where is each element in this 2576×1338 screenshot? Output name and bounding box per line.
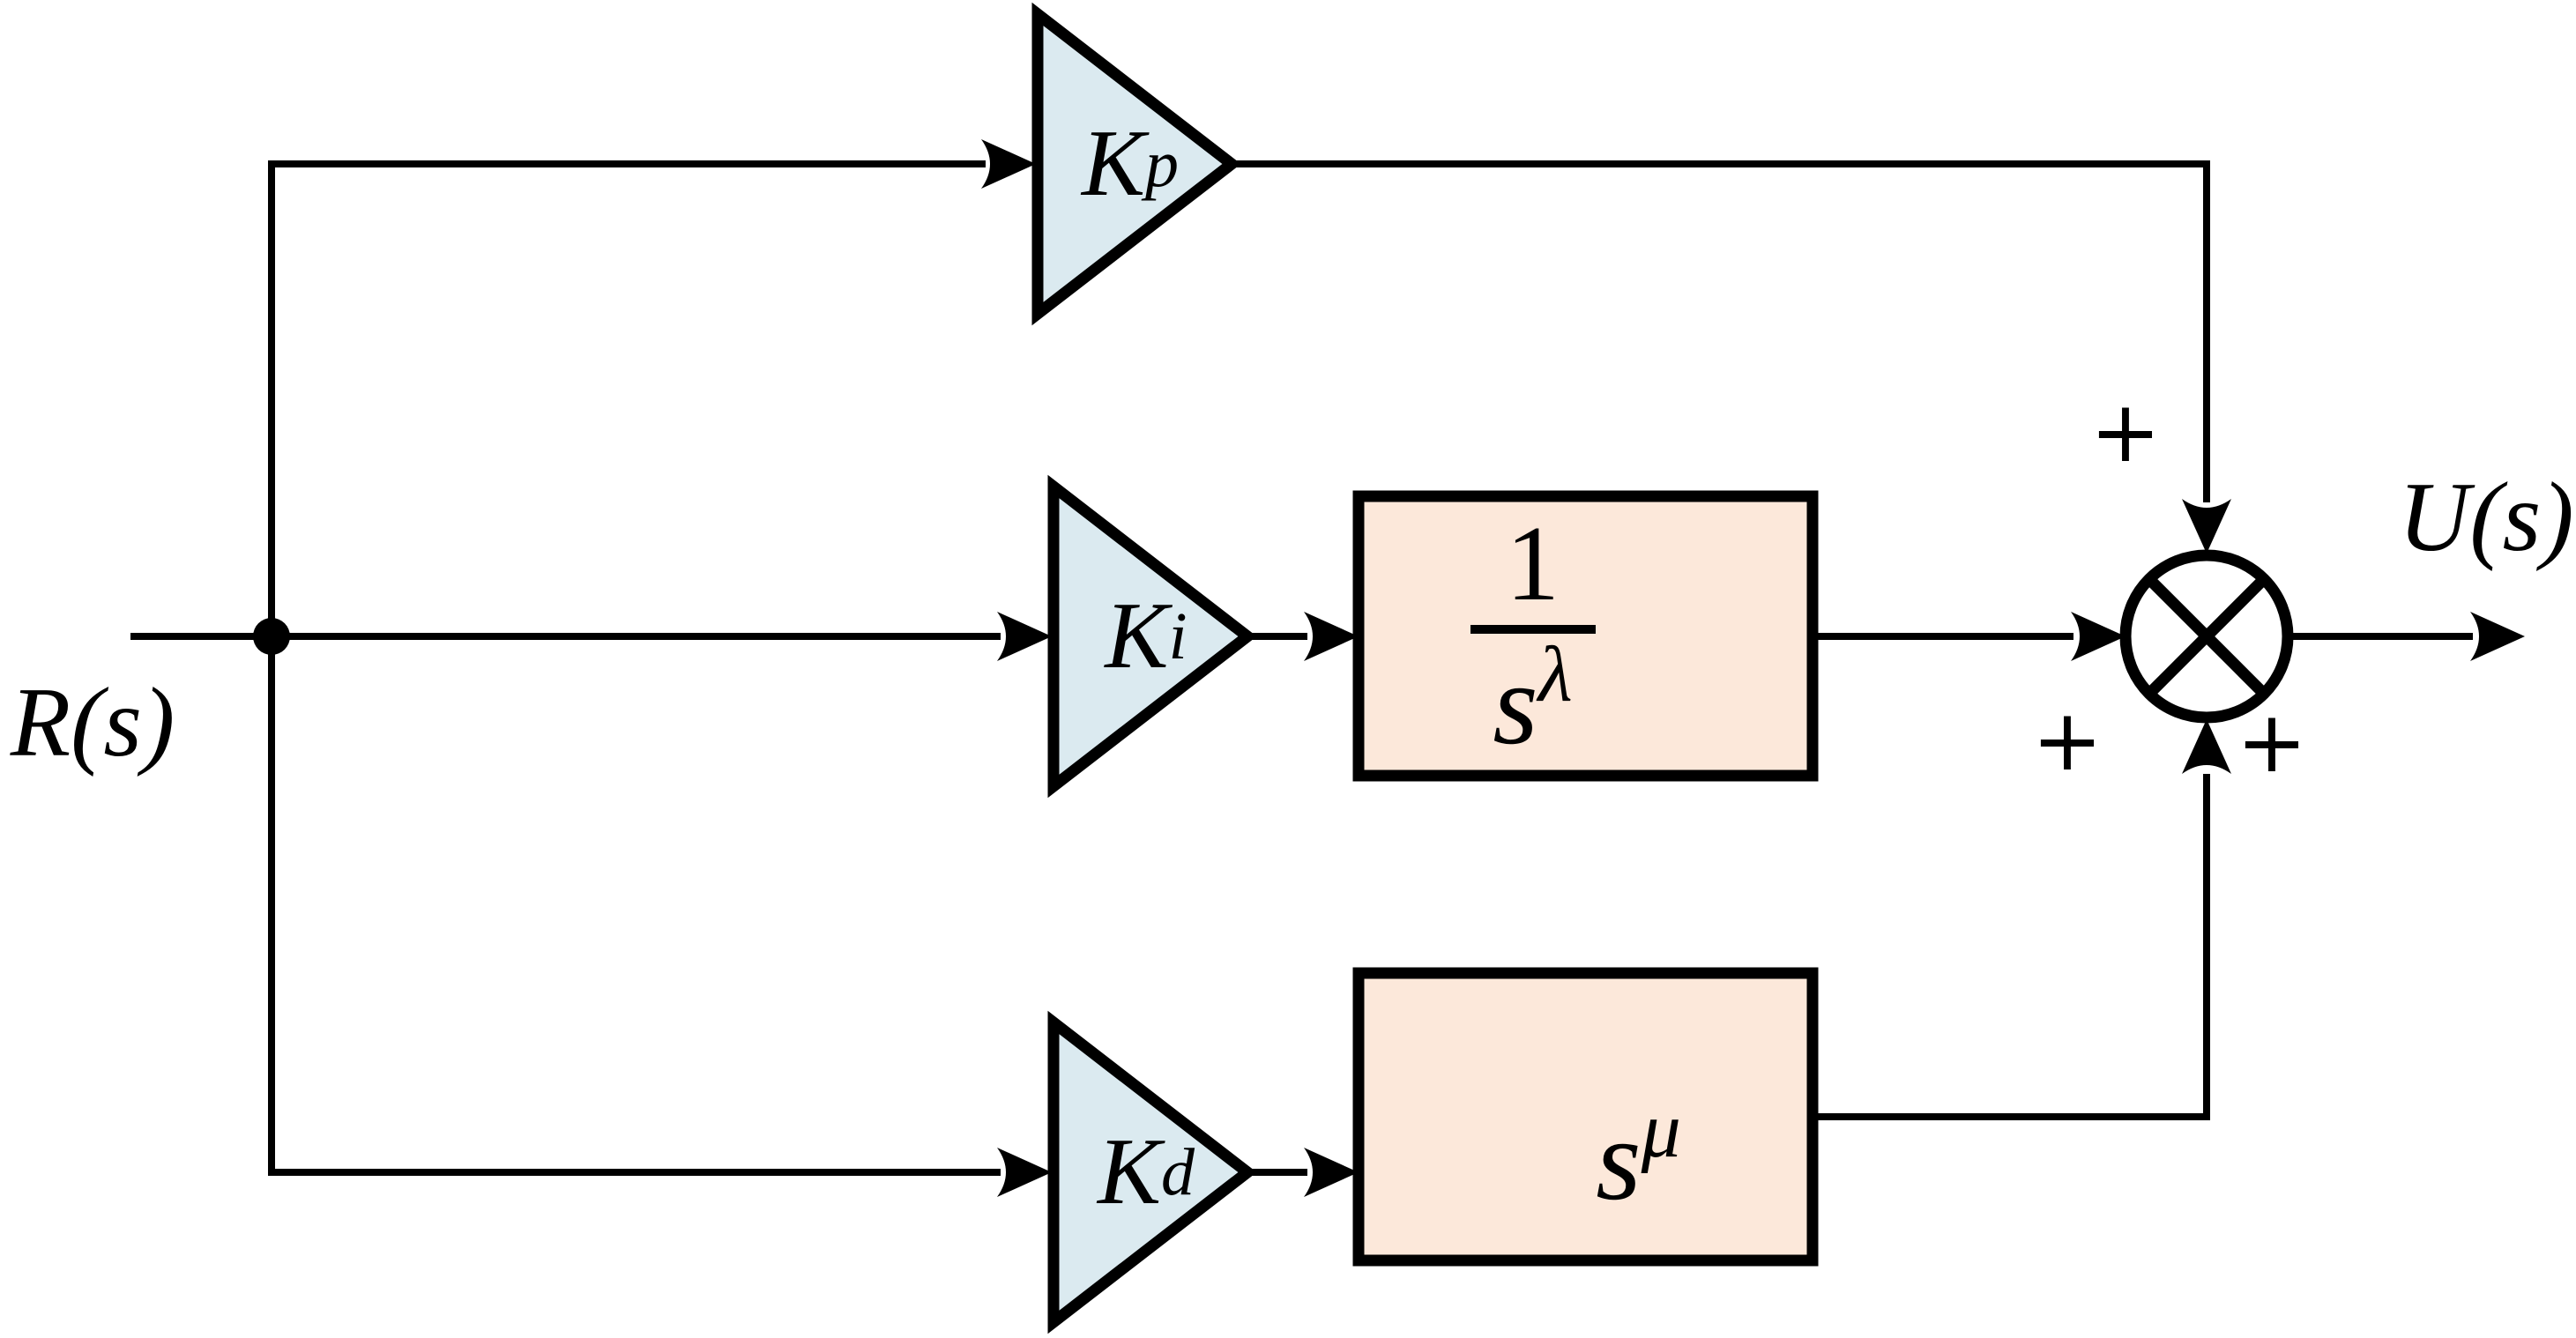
output-signal-label: U(s) bbox=[2398, 463, 2574, 572]
kp-output-line bbox=[1232, 160, 2210, 502]
integrator-numerator: 1 bbox=[1506, 503, 1560, 623]
differentiator-block-label: sμ bbox=[1359, 973, 1813, 1260]
kp-gain-triangle bbox=[1031, 2, 1241, 326]
summing-junction-x-stroke-2 bbox=[2145, 575, 2268, 698]
arrowhead-output bbox=[2470, 612, 2525, 661]
plus-sign-bottom: + bbox=[2236, 693, 2308, 792]
kd-gain-triangle bbox=[1047, 1010, 1257, 1334]
arrowhead-into-kp bbox=[981, 139, 1036, 189]
integrator-exponent: λ bbox=[1537, 630, 1573, 718]
integrator-block bbox=[1352, 490, 1819, 782]
differentiator-exponent: μ bbox=[1641, 1087, 1681, 1175]
ki-symbol: K bbox=[1105, 584, 1169, 688]
differentiator-base: s bbox=[1596, 1095, 1642, 1225]
plus-sign-top: + bbox=[2089, 383, 2162, 481]
kd-subscript: d bbox=[1161, 1135, 1195, 1209]
differentiator-output-line bbox=[1813, 774, 2210, 1120]
kd-symbol: K bbox=[1097, 1119, 1162, 1224]
kp-symbol: K bbox=[1081, 111, 1146, 216]
integrator-block-label: 1 sλ bbox=[1359, 496, 1813, 776]
integrator-base: s bbox=[1493, 638, 1538, 769]
ki-subscript: i bbox=[1168, 599, 1187, 673]
kp-subscript: p bbox=[1145, 127, 1180, 201]
input-signal-label: R(s) bbox=[10, 668, 175, 777]
differentiator-block bbox=[1352, 967, 1819, 1267]
ki-gain-triangle bbox=[1047, 474, 1257, 799]
fraction-bar bbox=[1470, 624, 1596, 634]
arrowhead-into-ki bbox=[997, 612, 1052, 661]
arrowhead-into-differentiator bbox=[1304, 1148, 1359, 1197]
arrowhead-into-kd bbox=[997, 1148, 1052, 1197]
integrator-denominator: sλ bbox=[1493, 635, 1572, 762]
integrator-fraction: 1 sλ bbox=[1470, 503, 1596, 762]
arrowhead-into-sum-top bbox=[2182, 499, 2231, 554]
arrowhead-into-sum-left bbox=[2071, 612, 2126, 661]
differentiator-power: sμ bbox=[1596, 1091, 1681, 1218]
branch-point-dot bbox=[253, 618, 290, 655]
plus-sign-left: + bbox=[2031, 691, 2103, 790]
arrowhead-into-integrator bbox=[1304, 612, 1359, 661]
